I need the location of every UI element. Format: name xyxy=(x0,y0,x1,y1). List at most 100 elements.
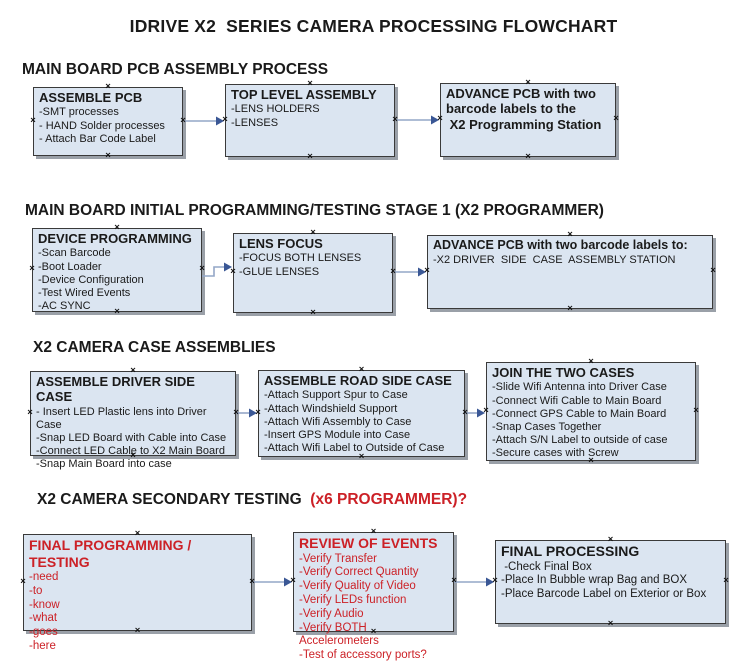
process-box-lens-focus: LENS FOCUS -FOCUS BOTH LENSES-GLUE LENSE… xyxy=(233,233,393,313)
x-handle-icon xyxy=(129,367,137,375)
box-item: -Verify Correct Quantity xyxy=(299,566,419,579)
box-item: -what xyxy=(29,612,58,625)
box-item: -Attach Support Spur to Case xyxy=(264,389,408,402)
x-handle-icon xyxy=(612,115,620,123)
arrow-right-icon xyxy=(394,267,426,277)
x-handle-icon xyxy=(19,578,27,586)
x-handle-icon xyxy=(491,577,499,585)
x-handle-icon xyxy=(129,452,137,460)
x-handle-icon xyxy=(113,224,121,232)
x-handle-icon xyxy=(436,115,444,123)
box-item: -Boot Loader xyxy=(38,260,102,273)
box-item: -SMT processes xyxy=(39,106,119,119)
process-box-advance-pcb-driver-side-station: ADVANCE PCB with two barcode labels to: … xyxy=(427,235,713,309)
box-item: - Insert LED Plastic lens into Driver Ca… xyxy=(36,405,210,431)
box-item: -Place Barcode Label on Exterior or Box xyxy=(501,588,707,601)
box-item: -Attach S/N Label to outside of case xyxy=(492,434,668,447)
process-box-advance-pcb-programming-station: ADVANCE PCB with two barcode labels to t… xyxy=(440,83,616,157)
x-handle-icon xyxy=(104,152,112,160)
box-title: ADVANCE PCB with two barcode labels to t… xyxy=(446,86,602,132)
x-handle-icon xyxy=(309,309,317,317)
x-handle-icon xyxy=(524,79,532,87)
process-box-device-programming: DEVICE PROGRAMMING -Scan Barcode-Boot Lo… xyxy=(32,228,202,312)
box-title: TOP LEVEL ASSEMBLY xyxy=(231,87,377,102)
box-item: -Attach Windshield Support xyxy=(264,402,398,415)
box-title: ADVANCE PCB with two barcode labels to: xyxy=(433,238,688,252)
box-title: ASSEMBLE ROAD SIDE CASE xyxy=(264,373,452,388)
x-handle-icon xyxy=(254,409,262,417)
box-item: -AC SYNC xyxy=(38,300,91,313)
process-box-assemble-road-side-case: ASSEMBLE ROAD SIDE CASE -Attach Support … xyxy=(258,370,465,457)
box-item: -Verify BOTH Accelerometers xyxy=(299,621,379,648)
process-box-assemble-driver-side-case: ASSEMBLE DRIVER SIDE CASE - Insert LED P… xyxy=(30,371,236,470)
box-item: -GLUE LENSES xyxy=(239,265,320,278)
box-item: -Connect LED Cable to X2 Main Board xyxy=(36,445,225,458)
x-handle-icon xyxy=(524,153,532,161)
elbow-arrow-right-icon xyxy=(202,262,232,277)
box-title: DEVICE PROGRAMMING xyxy=(38,231,192,246)
x-handle-icon xyxy=(450,577,458,585)
box-items: -Attach Support Spur to Case-Attach Wind… xyxy=(264,389,459,455)
box-items: -Verify Transfer-Verify Correct Quantity… xyxy=(299,553,448,662)
process-box-assemble-pcb: ASSEMBLE PCB -SMT processes- HAND Solder… xyxy=(33,87,183,156)
box-items: -need-to-know-what-goes-here xyxy=(29,571,246,654)
box-item: -Insert GPS Module into Case xyxy=(264,428,411,441)
x-handle-icon xyxy=(587,358,595,366)
x-handle-icon xyxy=(309,229,317,237)
box-item: - Attach Bar Code Label xyxy=(39,132,156,145)
box-item: -Snap Cases Together xyxy=(492,420,602,433)
box-item: -Place In Bubble wrap Bag and BOX xyxy=(501,574,688,587)
box-item: -Snap Main Board into case xyxy=(36,458,172,471)
x-handle-icon xyxy=(461,409,469,417)
box-items: -X2 DRIVER SIDE CASE ASSEMBLY STATION xyxy=(433,254,707,267)
x-handle-icon xyxy=(198,265,206,273)
process-box-join-the-two-cases: JOIN THE TWO CASES -Slide Wifi Antenna i… xyxy=(486,362,696,461)
section-heading-initial-programming: MAIN BOARD INITIAL PROGRAMMING/TESTING S… xyxy=(25,202,604,219)
box-item: -Attach Wifi Label to Outside of Case xyxy=(264,442,445,455)
x-handle-icon xyxy=(370,528,378,536)
x-handle-icon xyxy=(229,268,237,276)
x-handle-icon xyxy=(358,366,366,374)
box-item: -to xyxy=(29,584,43,597)
section-heading-case-assemblies: X2 CAMERA CASE ASSEMBLIES xyxy=(33,339,276,356)
x-handle-icon xyxy=(709,267,717,275)
box-item: -Verify Audio xyxy=(299,607,364,620)
box-item: -need xyxy=(29,571,59,584)
box-items: -Check Final Box-Place In Bubble wrap Ba… xyxy=(501,561,720,602)
box-item: -LENSES xyxy=(231,116,279,129)
box-items: -Slide Wifi Antenna into Driver Case-Con… xyxy=(492,381,690,460)
x-handle-icon xyxy=(289,577,297,585)
x-handle-icon xyxy=(179,117,187,125)
x-handle-icon xyxy=(306,80,314,88)
arrow-right-icon xyxy=(396,115,439,125)
box-items: -LENS HOLDERS-LENSES xyxy=(231,103,389,129)
box-title: JOIN THE TWO CASES xyxy=(492,365,635,380)
x-handle-icon xyxy=(232,409,240,417)
box-title: LENS FOCUS xyxy=(239,236,323,251)
x-handle-icon xyxy=(566,305,574,313)
x-handle-icon xyxy=(26,409,34,417)
process-box-review-of-events: REVIEW OF EVENTS -Verify Transfer-Verify… xyxy=(293,532,454,661)
x-handle-icon xyxy=(248,578,256,586)
x-handle-icon xyxy=(358,453,366,461)
box-item: -goes xyxy=(29,626,58,639)
box-title: FINAL PROCESSING xyxy=(501,543,640,559)
box-item: - HAND Solder processes xyxy=(39,119,165,132)
process-box-final-processing: FINAL PROCESSING -Check Final Box-Place … xyxy=(495,540,726,624)
section-heading-pcb-assembly: MAIN BOARD PCB ASSEMBLY PROCESS xyxy=(22,61,329,78)
box-item: -Verify LEDs function xyxy=(299,593,407,606)
x-handle-icon xyxy=(722,577,730,585)
box-items: -Scan Barcode-Boot Loader-Device Configu… xyxy=(38,247,196,313)
box-item: -Test of accessory ports? xyxy=(299,649,427,662)
x-handle-icon xyxy=(482,407,490,415)
x-handle-icon xyxy=(692,407,700,415)
box-item: -Scan Barcode xyxy=(38,247,111,260)
box-item: -Secure cases with Screw xyxy=(492,447,619,460)
x-handle-icon xyxy=(566,231,574,239)
box-item: -Slide Wifi Antenna into Driver Case xyxy=(492,381,667,394)
box-item: -Check Final Box xyxy=(501,560,592,573)
x-handle-icon xyxy=(391,116,399,124)
x-handle-icon xyxy=(587,457,595,465)
process-box-final-programming-testing: FINAL PROGRAMMING / TESTING -need-to-kno… xyxy=(23,534,252,652)
